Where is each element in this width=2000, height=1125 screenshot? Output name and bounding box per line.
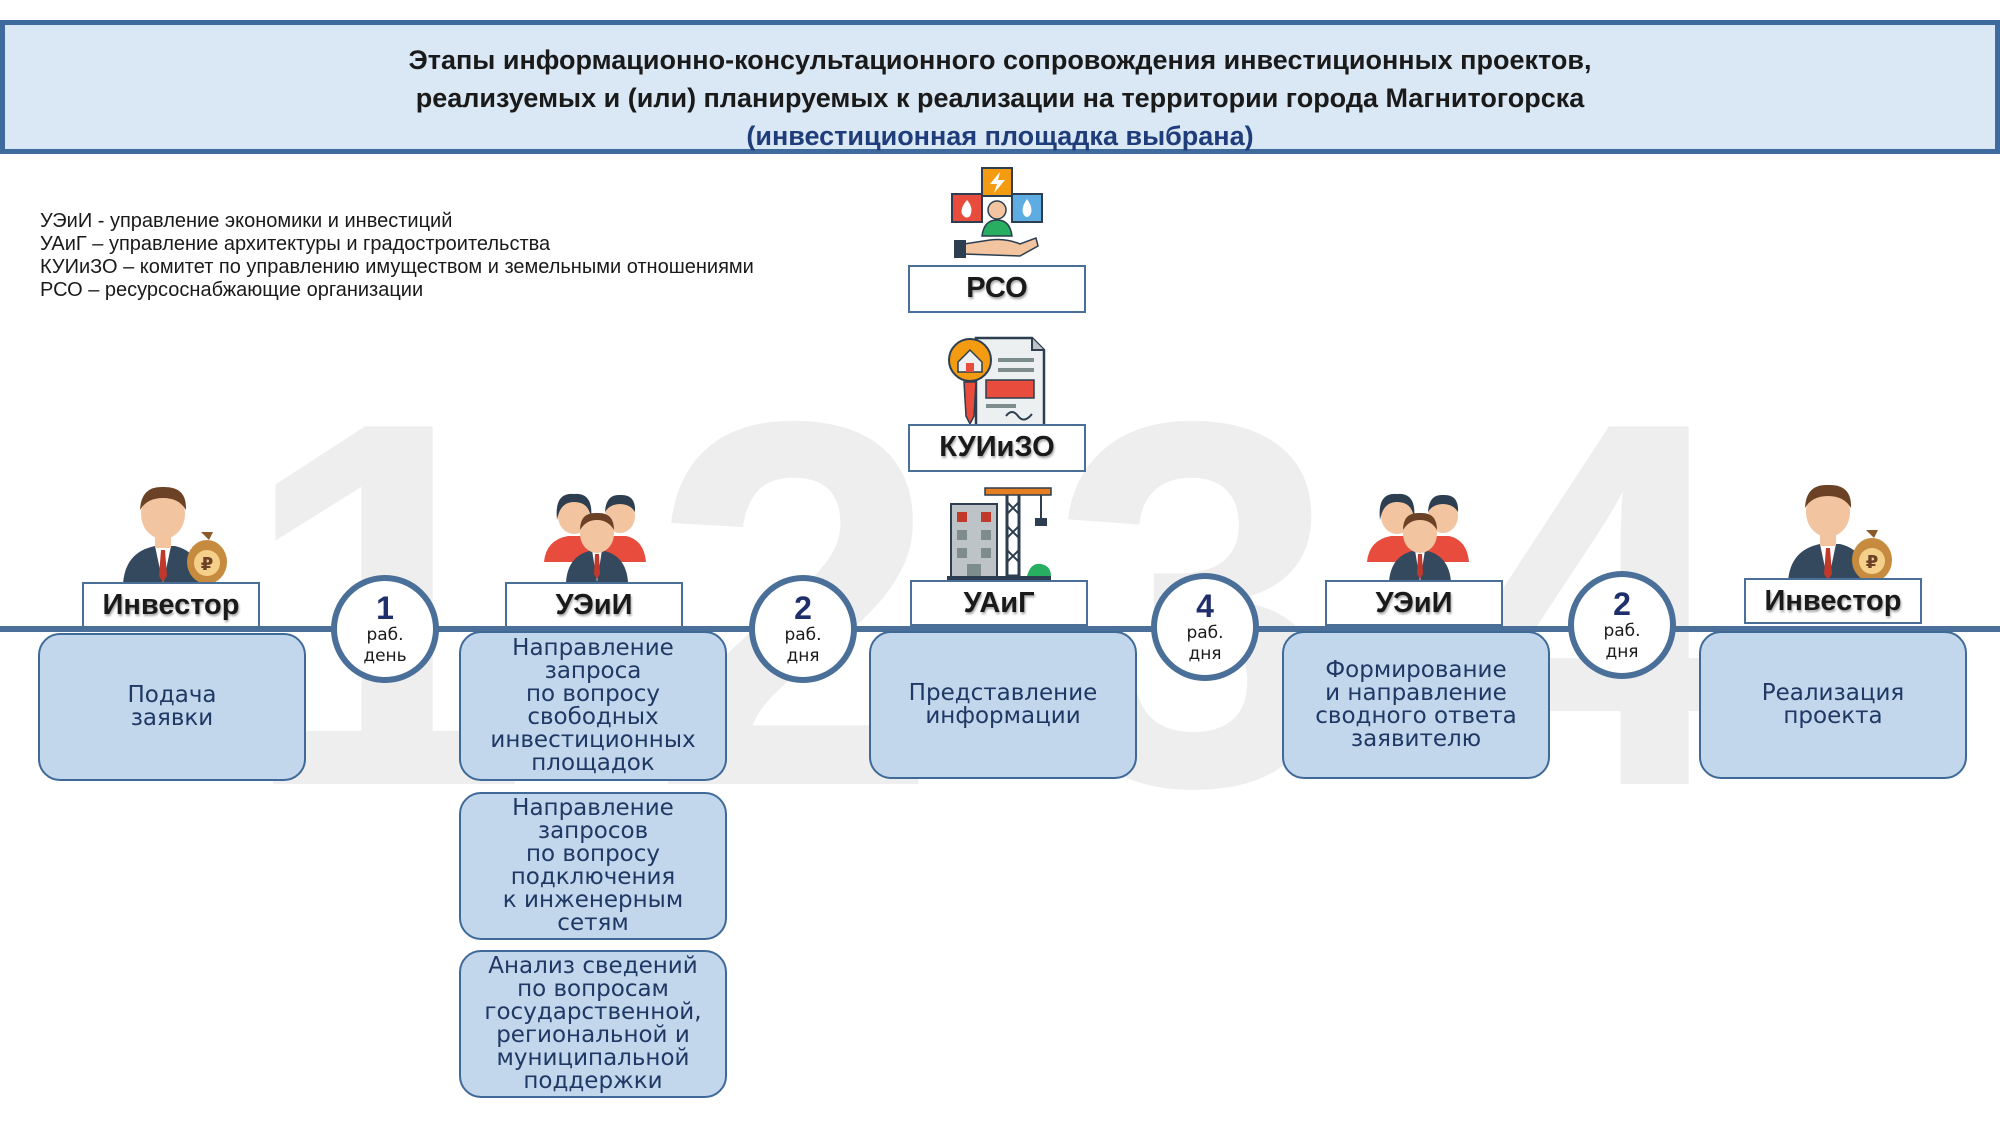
day-circle-1: 1 раб. день — [331, 575, 439, 683]
construction-icon — [947, 487, 1052, 581]
subtitle: (инвестиционная площадка выбрана) — [746, 121, 1254, 151]
legend-item-kuiizo: КУИиЗО – комитет по управлению имущество… — [40, 256, 754, 278]
label-investor-start: Инвестор — [82, 582, 260, 628]
day-count: 2 — [1613, 586, 1631, 622]
svg-text:₽: ₽ — [201, 554, 214, 575]
day-circle-4: 2 раб. дня — [1568, 571, 1676, 679]
step-request-investment-sites: Направление запроса по вопросу свободных… — [459, 631, 727, 781]
label-kuiizo: КУИиЗО — [908, 424, 1086, 472]
team-icon — [544, 493, 646, 582]
step-project-realization: Реализация проекта — [1699, 631, 1967, 779]
day-unit: раб. дня — [1186, 623, 1224, 664]
header-banner: Этапы информационно-консультационного со… — [0, 20, 2000, 154]
step-submit-application: Подача заявки — [38, 633, 306, 781]
label-rso: РСО — [908, 265, 1086, 313]
step-request-engineering-networks: Направление запросов по вопросу подключе… — [459, 792, 727, 940]
day-count: 4 — [1196, 588, 1214, 624]
timeline-line — [0, 626, 2000, 632]
utilities-icon — [951, 167, 1043, 258]
day-count: 2 — [794, 590, 812, 626]
day-circle-2: 2 раб. дня — [749, 575, 857, 683]
step-analysis-support: Анализ сведений по вопросам государствен… — [459, 950, 727, 1098]
legend-item-uaig: УАиГ – управление архитектуры и градостр… — [40, 233, 551, 255]
label-investor-end: Инвестор — [1744, 578, 1922, 624]
day-count: 1 — [376, 590, 394, 626]
legend-item-ueii: УЭиИ - управление экономики и инвестиций — [40, 210, 453, 232]
day-unit: раб. дня — [784, 625, 822, 666]
title-line-1: Этапы информационно-консультационного со… — [408, 45, 1592, 75]
investor-icon: ₽ — [1788, 484, 1892, 582]
label-uaig: УАиГ — [910, 580, 1088, 626]
step-form-answer: Формирование и направление сводного отве… — [1282, 631, 1550, 779]
property-document-icon — [948, 336, 1046, 428]
legend: УЭиИ - управление экономики и инвестиций… — [40, 210, 754, 302]
title-line-2: реализуемых и (или) планируемых к реализ… — [415, 83, 1585, 113]
day-unit: раб. дня — [1603, 621, 1641, 662]
label-ueii-2: УЭиИ — [1325, 580, 1503, 626]
label-ueii-1: УЭиИ — [505, 582, 683, 628]
team-icon — [1367, 493, 1469, 582]
day-unit: раб. день — [363, 625, 407, 666]
day-circle-3: 4 раб. дня — [1151, 573, 1259, 681]
legend-item-rso: РСО – ресурсоснабжающие организации — [40, 279, 424, 301]
step-provide-information: Представление информации — [869, 631, 1137, 779]
svg-text:₽: ₽ — [1866, 552, 1879, 573]
investor-icon: ₽ — [123, 486, 227, 584]
